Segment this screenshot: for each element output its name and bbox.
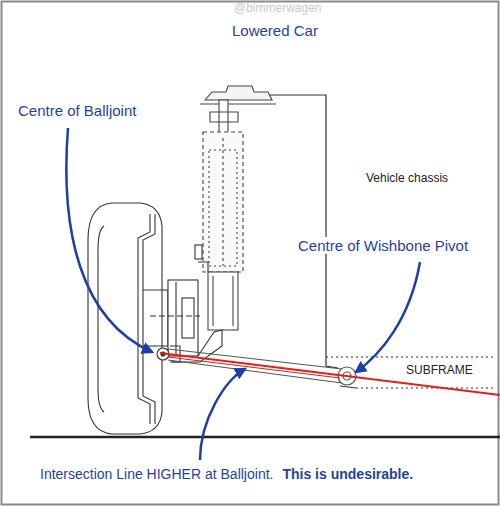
strut-assembly-part (209, 150, 237, 266)
leader-arrows-part (356, 262, 420, 372)
note-text: Intersection Line HIGHER at Balljoint. (38, 466, 275, 482)
strut-assembly-part (232, 276, 233, 326)
wheel-assembly-part (195, 245, 202, 259)
wheel-assembly-part (143, 214, 155, 424)
wheel-assembly-part (168, 280, 198, 356)
vehicle-chassis-part (326, 357, 338, 368)
wheel-assembly-part (150, 315, 200, 316)
strut-assembly-part (208, 272, 238, 330)
vehicle-chassis (262, 95, 496, 388)
part-label: Vehicle chassis (364, 172, 450, 186)
wheel-assembly-part (138, 214, 150, 424)
leader-arrows-part (66, 128, 152, 352)
wheel-assembly-part (88, 203, 162, 434)
intersection-line-part (168, 357, 340, 378)
watermark: @bimmerwagen (232, 2, 324, 16)
intersection-line (160, 353, 500, 395)
part-label: SUBFRAME (404, 364, 475, 378)
leader-arrows-part (200, 369, 245, 460)
wheel-assembly-part (182, 298, 194, 338)
wheel-assembly-part (143, 290, 168, 346)
strut-assembly (200, 86, 276, 330)
wishbone-arm (168, 349, 356, 385)
ground-line-part (30, 436, 500, 439)
callout-label: Centre of Wishbone Pivot (296, 237, 470, 254)
strut-assembly-part (222, 138, 223, 266)
strut-assembly-part (200, 103, 276, 104)
strut-assembly-part (210, 112, 238, 122)
strut-assembly-part (203, 132, 243, 272)
wheel-assembly-part (98, 226, 104, 412)
ground-line (30, 436, 500, 439)
wheel-assembly-part (198, 262, 208, 272)
vehicle-chassis-part (356, 387, 496, 388)
intersection-line-part (160, 353, 500, 395)
note-emphasis: This is undesirable. (280, 466, 415, 482)
vehicle-chassis-part (340, 386, 356, 388)
strut-assembly-part (205, 86, 272, 100)
callout-label: Centre of Balljoint (16, 102, 138, 119)
wishbone-arm-part (168, 349, 342, 369)
wheel-assembly-part (175, 282, 176, 354)
vehicle-chassis-part (262, 95, 326, 357)
title: Lowered Car (232, 22, 318, 39)
strut-assembly-part (212, 276, 213, 326)
vehicle-chassis-part (326, 356, 496, 357)
